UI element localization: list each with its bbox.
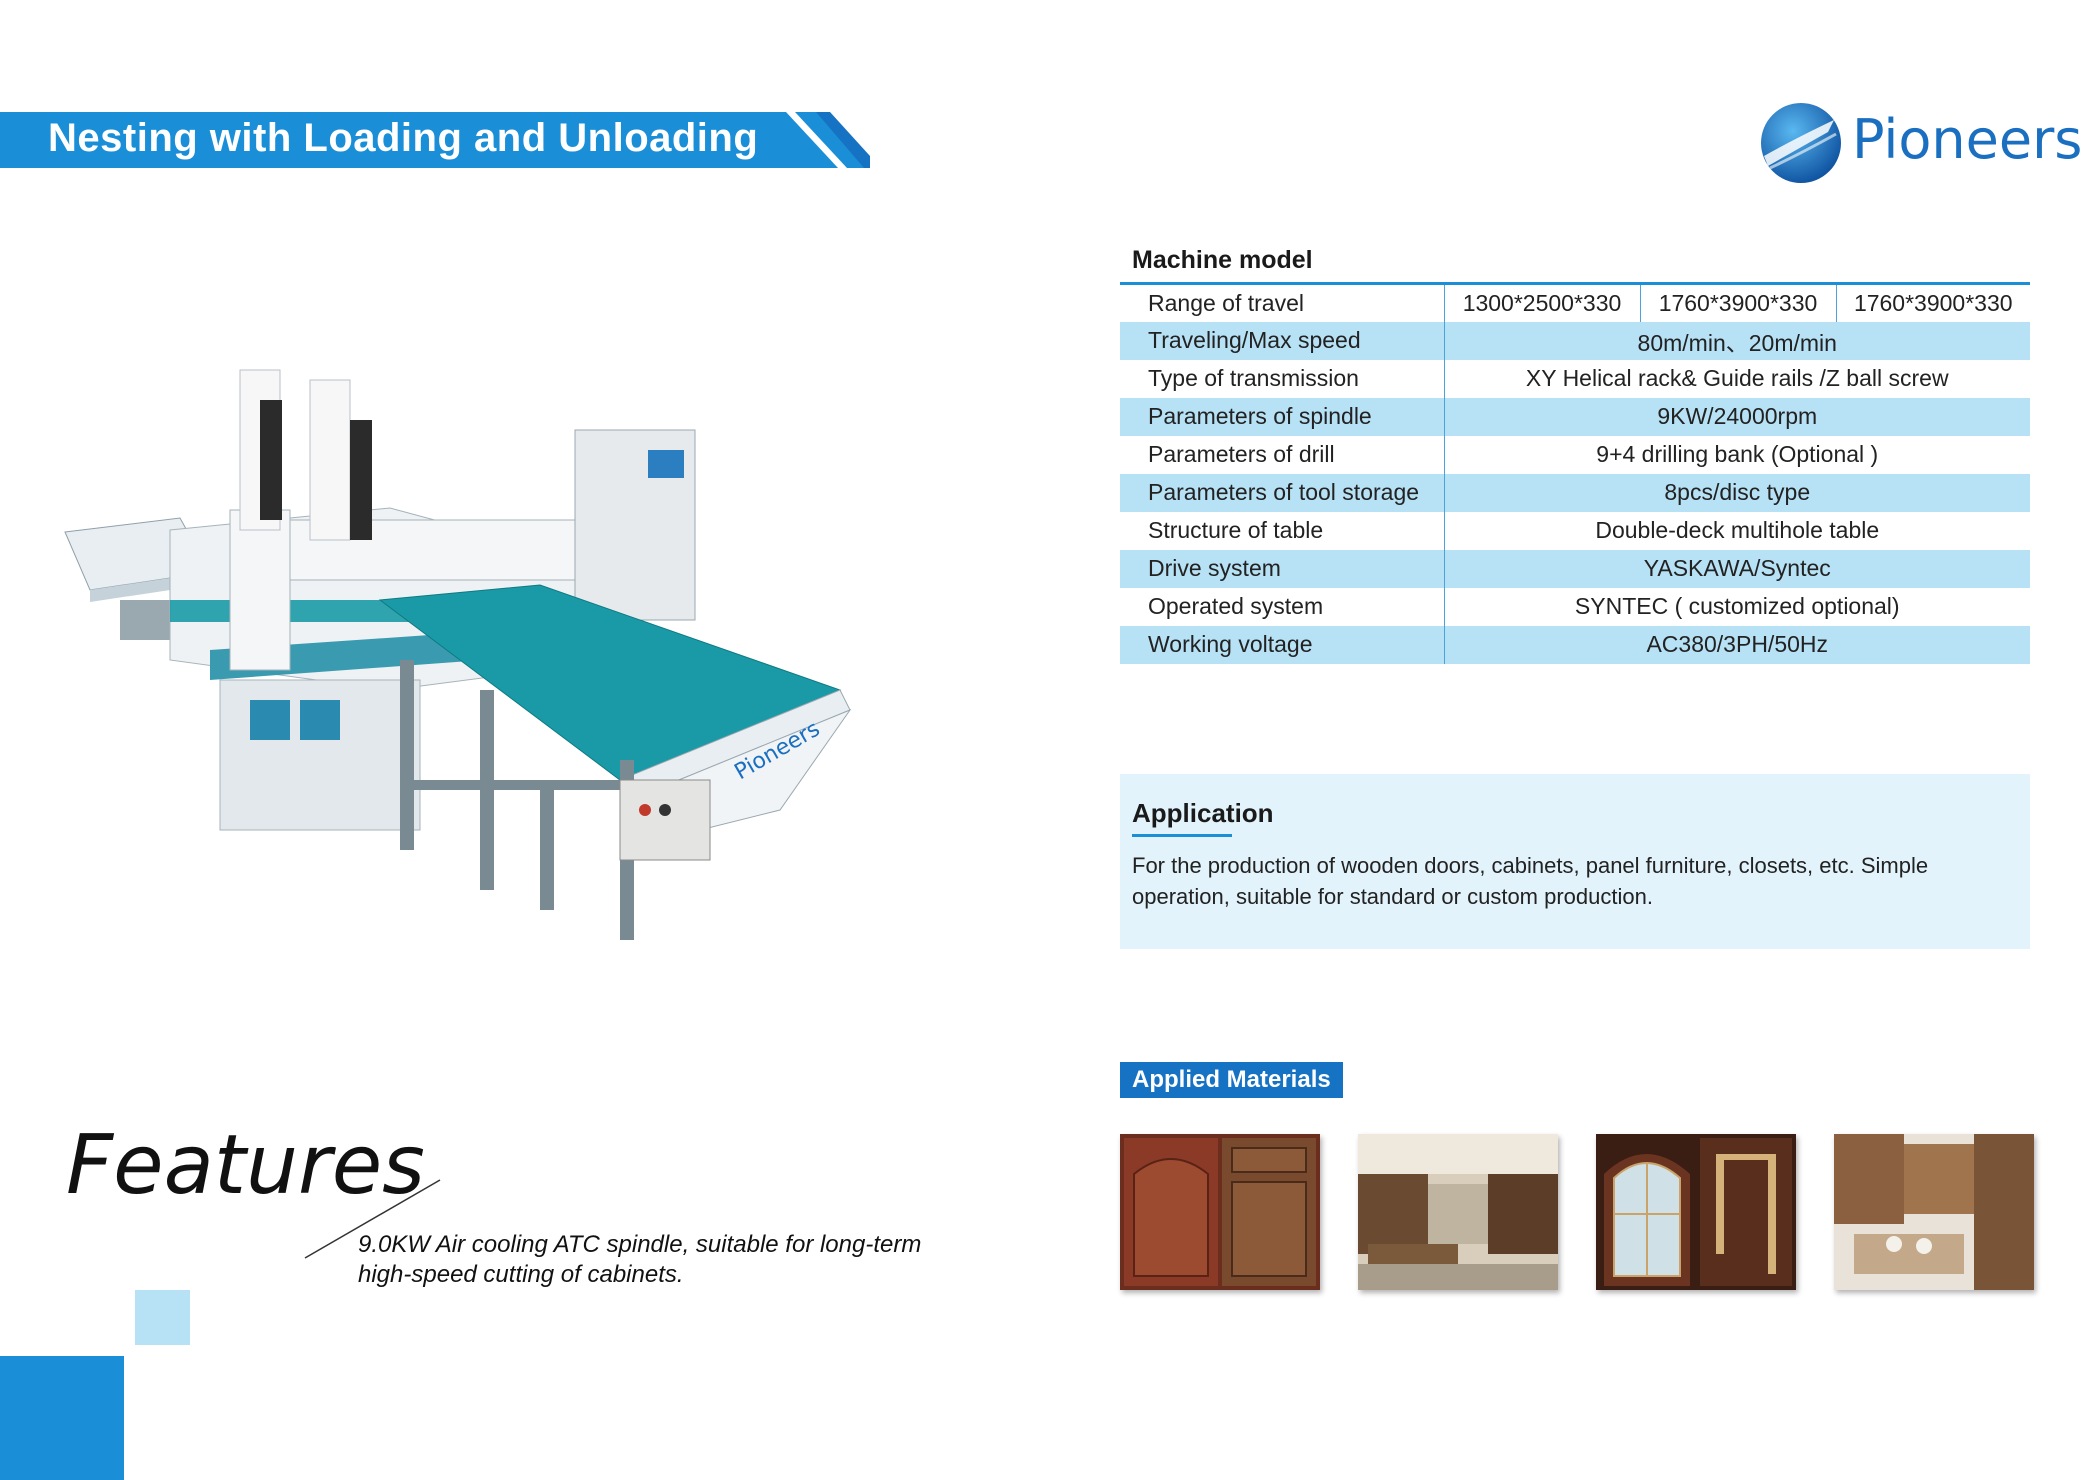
- spec-label: Parameters of spindle: [1120, 397, 1445, 436]
- spec-row: Operated system SYNTEC ( customized opti…: [1120, 587, 2030, 626]
- spec-row: Working voltage AC380/3PH/50Hz: [1120, 625, 2030, 664]
- spec-value: 1760*3900*330: [1853, 289, 2013, 316]
- header-banner: [0, 112, 870, 168]
- spec-row: Parameters of spindle 9KW/24000rpm: [1120, 397, 2030, 436]
- spec-label: Type of transmission: [1120, 359, 1445, 398]
- brand-logo: [1756, 98, 2056, 188]
- logo-text: Pioneers: [1852, 108, 2083, 171]
- spec-title: Machine model: [1132, 246, 1313, 274]
- spec-row: Type of transmission XY Helical rack& Gu…: [1120, 359, 2030, 398]
- kitchen-cabinets-photo: [1834, 1134, 2034, 1290]
- decorative-square-dark: [0, 1356, 124, 1480]
- features-divider: [304, 1179, 441, 1259]
- spec-label: Range of travel: [1120, 283, 1445, 322]
- spec-row: Drive system YASKAWA/Syntec: [1120, 549, 2030, 588]
- application-text: For the production of wooden doors, cabi…: [1132, 853, 1929, 909]
- spec-label: Structure of table: [1120, 511, 1445, 550]
- spec-value: Double-deck multihole table: [1595, 517, 1880, 543]
- spec-value: 8pcs/disc type: [1444, 473, 2030, 512]
- features-title: Features: [66, 1118, 425, 1213]
- decorative-square-light: [135, 1290, 190, 1345]
- spec-label: Working voltage: [1120, 625, 1445, 664]
- application-title: Application: [1132, 798, 1274, 828]
- spec-label: Traveling/Max speed: [1120, 321, 1445, 360]
- globe-arrow-icon: [1761, 103, 1841, 183]
- spec-row: Parameters of tool storage 8pcs/disc typ…: [1120, 473, 2030, 512]
- spec-value: 1300*2500*330: [1444, 283, 1641, 322]
- spec-value: 9KW/24000rpm: [1444, 397, 2030, 436]
- spec-label: Operated system: [1120, 587, 1445, 626]
- spec-table: Range of travel 1300*2500*330 1760*3900*…: [1120, 282, 2030, 664]
- spec-row: Structure of table Double-deck multihole…: [1120, 511, 2030, 550]
- wooden-cabinet-doors-photo: [1120, 1134, 1320, 1290]
- page-title: Nesting with Loading and Unloading: [48, 116, 759, 160]
- spec-value: SYNTEC ( customized optional): [1574, 593, 1900, 619]
- spec-label: Parameters of tool storage: [1120, 473, 1445, 512]
- spec-row: Traveling/Max speed 80m/min、20m/min: [1120, 321, 2030, 360]
- application-underline: [1132, 834, 1232, 837]
- spec-value: YASKAWA/Syntec: [1444, 549, 2030, 588]
- spec-value: 80m/min、20m/min: [1444, 321, 2030, 360]
- features-text: 9.0KW Air cooling ATC spindle, suitable …: [358, 1231, 922, 1288]
- spec-label: Parameters of drill: [1120, 435, 1445, 474]
- spec-row: Range of travel 1300*2500*330 1760*3900*…: [1120, 283, 2030, 322]
- spec-label: Drive system: [1120, 549, 1445, 588]
- living-room-furniture-photo: [1358, 1134, 1558, 1290]
- spec-value: 9+4 drilling bank (Optional ): [1596, 441, 1879, 467]
- cnc-machine-image: Pioneers: [64, 369, 852, 940]
- applied-materials-title: Applied Materials: [1120, 1062, 1343, 1098]
- spec-value: 1760*3900*330: [1640, 283, 1837, 322]
- spec-row: Parameters of drill 9+4 drilling bank (O…: [1120, 435, 2030, 474]
- application-panel: Application For the production of wooden…: [1120, 774, 2030, 949]
- glass-and-wood-doors-photo: [1596, 1134, 1796, 1290]
- spec-value: AC380/3PH/50Hz: [1444, 625, 2030, 664]
- spec-value: XY Helical rack& Guide rails /Z ball scr…: [1525, 365, 1949, 391]
